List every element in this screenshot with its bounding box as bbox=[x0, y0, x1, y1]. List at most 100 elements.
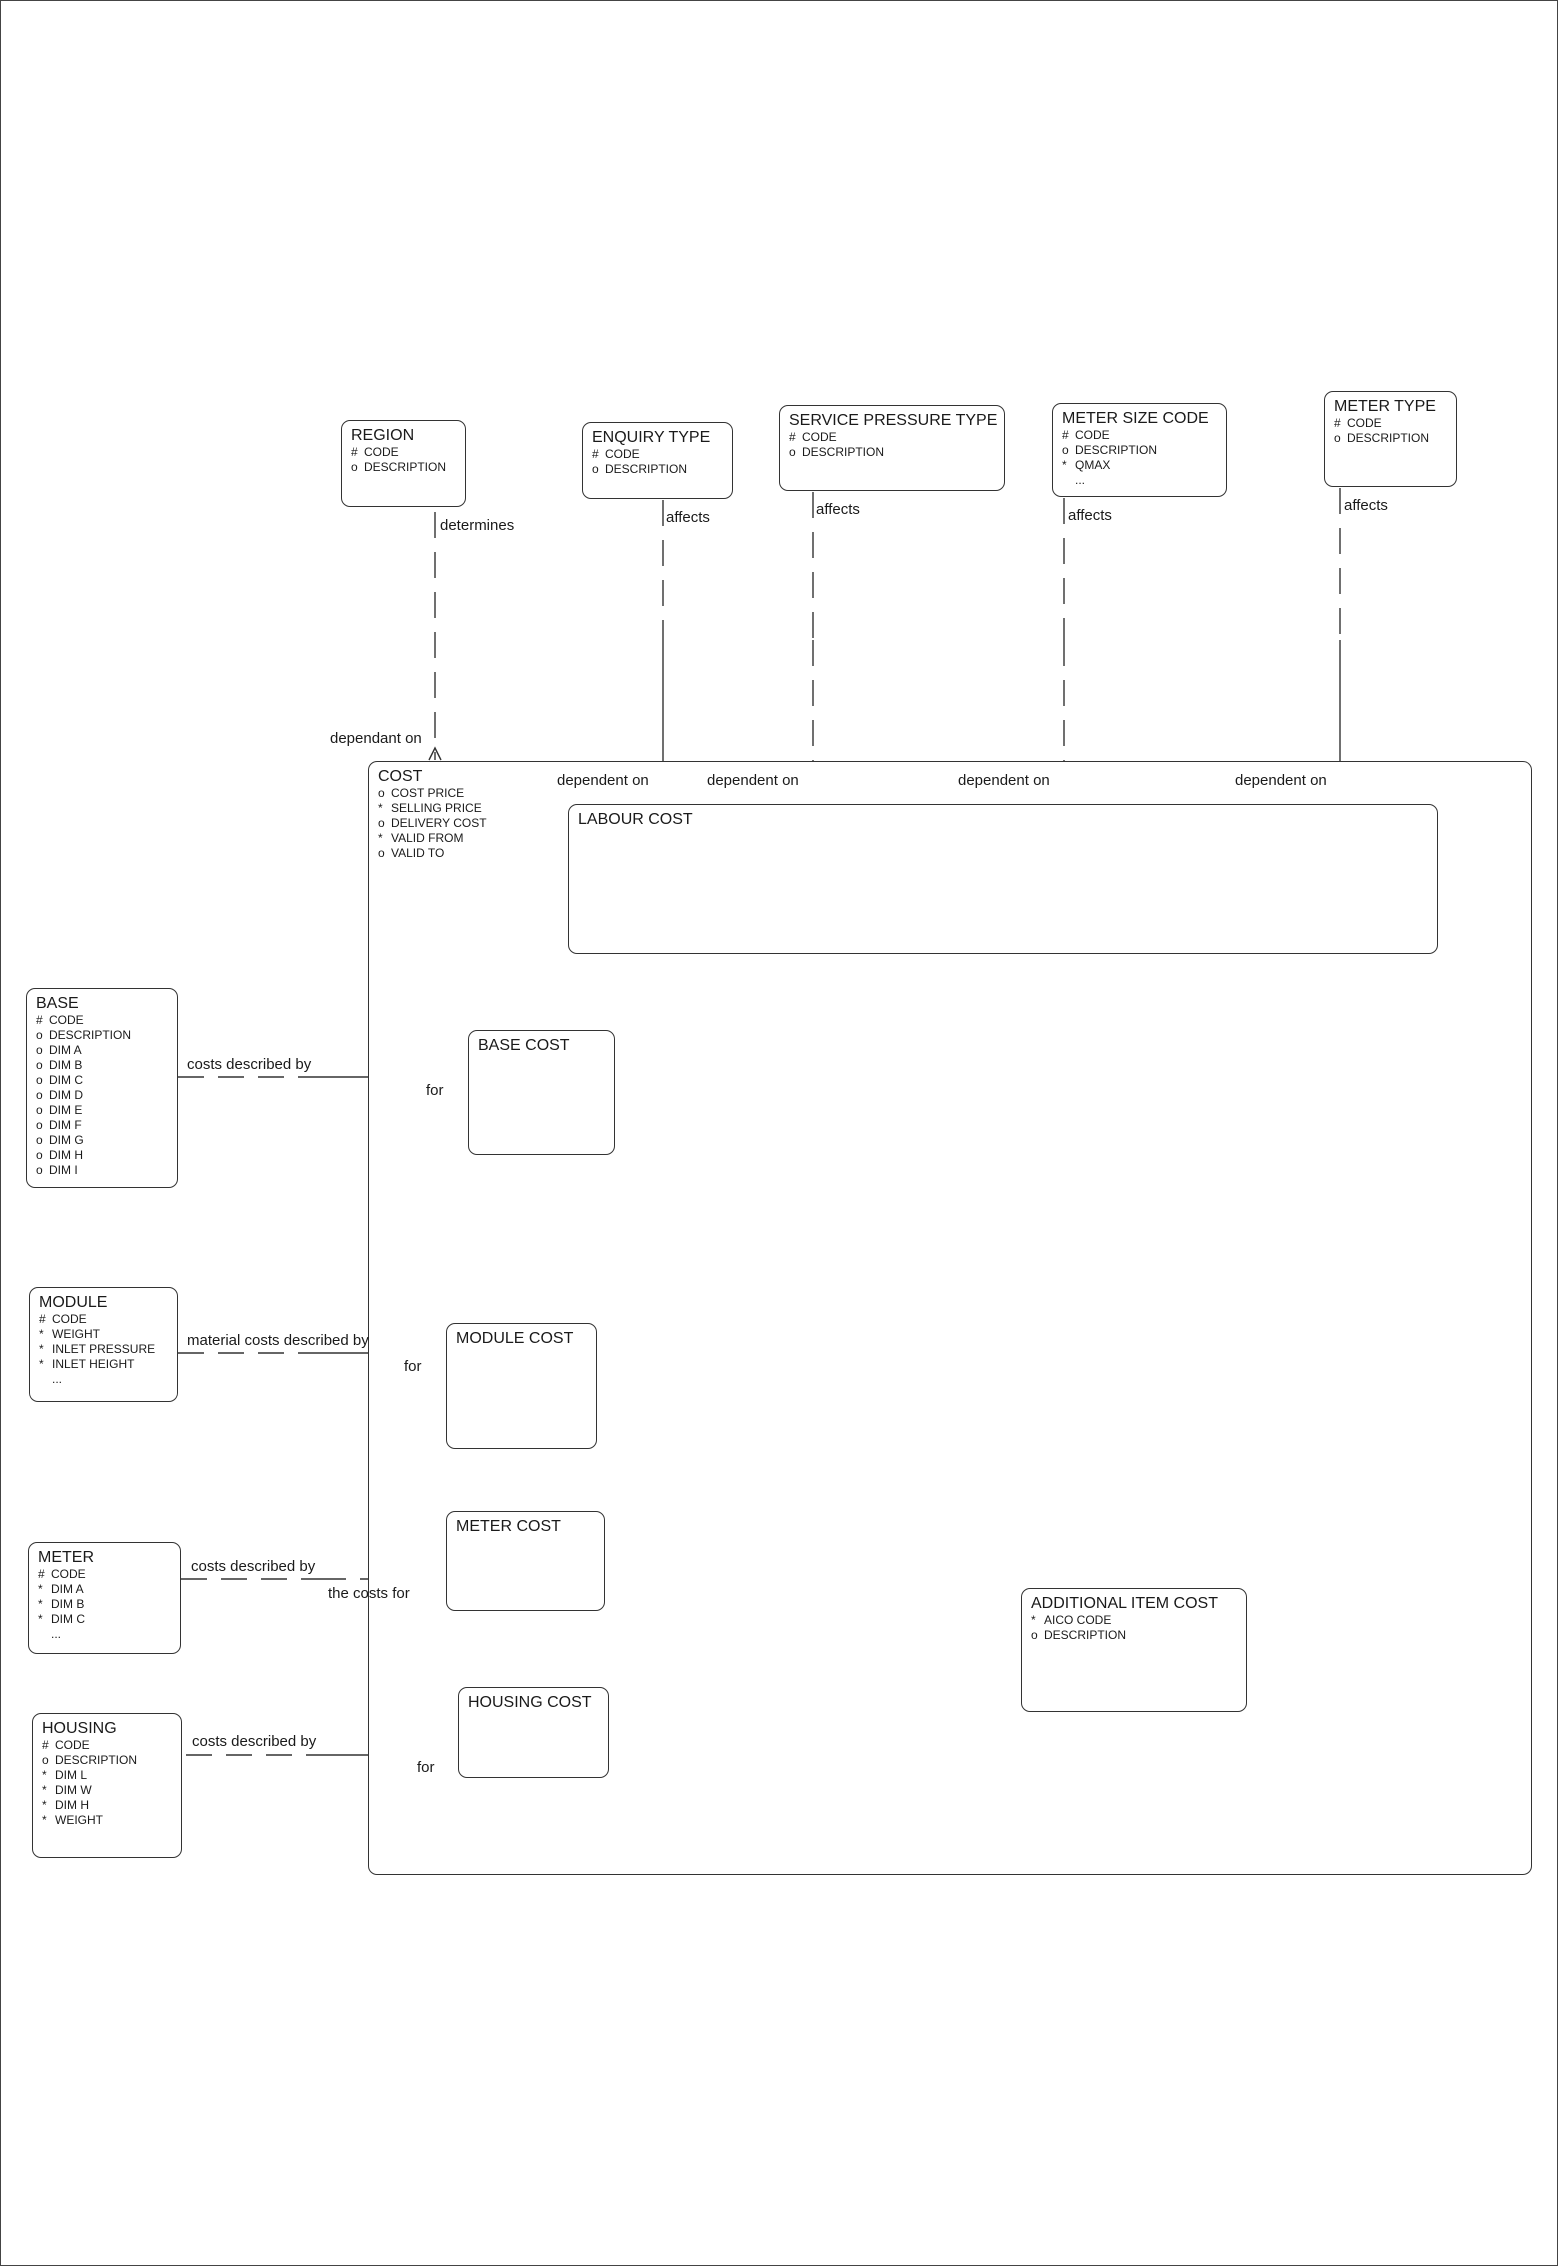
rel-label-region-determines: determines bbox=[440, 517, 515, 534]
rel-label-labour-dependent-on-pressure: dependent on bbox=[707, 772, 799, 789]
attribute-item: *WEIGHT bbox=[42, 1813, 103, 1827]
rel-label-housingcost-for: for bbox=[417, 1759, 435, 1776]
entity-name: ADDITIONAL ITEM COST bbox=[1031, 1595, 1218, 1612]
attribute-item: ... bbox=[52, 1372, 63, 1386]
entity-module[interactable]: MODULE #CODE *WEIGHT *INLET PRESSURE *IN… bbox=[29, 1287, 178, 1402]
attribute-item: ... bbox=[51, 1627, 62, 1641]
attribute-item: *INLET PRESSURE bbox=[39, 1342, 156, 1356]
entity-meter-cost[interactable]: METER COST bbox=[446, 1511, 605, 1611]
entity-name: MODULE bbox=[39, 1294, 108, 1311]
attribute-item: *DIM W bbox=[42, 1783, 92, 1797]
entity-name: METER COST bbox=[456, 1518, 561, 1535]
attribute-list: #CODE *DIM A *DIM B *DIM C ... bbox=[38, 1567, 171, 1642]
attribute-item: *AICO CODE bbox=[1031, 1613, 1112, 1627]
entity-name: ENQUIRY TYPE bbox=[592, 429, 711, 446]
attribute-item: #CODE bbox=[789, 430, 837, 444]
entity-base-cost[interactable]: BASE COST bbox=[468, 1030, 615, 1155]
entity-name: BASE COST bbox=[478, 1037, 570, 1054]
rel-label-labour-dependent-on-metersize: dependent on bbox=[958, 772, 1050, 789]
entity-housing-cost[interactable]: HOUSING COST bbox=[458, 1687, 609, 1778]
attribute-item: #CODE bbox=[1334, 416, 1382, 430]
attribute-item: *DIM A bbox=[38, 1582, 84, 1596]
attribute-item: *DIM L bbox=[42, 1768, 88, 1782]
entity-name: METER bbox=[38, 1549, 94, 1566]
rel-label-metersize-affects: affects bbox=[1068, 507, 1112, 524]
attribute-item: #CODE bbox=[38, 1567, 86, 1581]
rel-label-housing-costs-described-by: costs described by bbox=[192, 1733, 317, 1750]
rel-label-basecost-for: for bbox=[426, 1082, 444, 1099]
attribute-item: *INLET HEIGHT bbox=[39, 1357, 135, 1371]
rel-region-cost-crowsfoot bbox=[428, 746, 442, 761]
rel-label-labour-dependent-on-enquiry: dependent on bbox=[557, 772, 649, 789]
entity-name: COST bbox=[378, 768, 423, 785]
attribute-item: #CODE bbox=[592, 447, 640, 461]
attribute-item: *DIM B bbox=[38, 1597, 85, 1611]
attribute-item: *SELLING PRICE bbox=[378, 801, 482, 815]
rel-label-metercost-the-costs-for: the costs for bbox=[328, 1585, 410, 1602]
rel-label-module-material-costs-described-by: material costs described by bbox=[187, 1332, 369, 1349]
rel-label-pressure-affects: affects bbox=[816, 501, 860, 518]
attribute-item: #CODE bbox=[42, 1738, 90, 1752]
attribute-item: *DIM H bbox=[42, 1798, 89, 1812]
entity-name: HOUSING COST bbox=[468, 1694, 592, 1711]
entity-labour-cost[interactable]: LABOUR COST bbox=[568, 804, 1438, 954]
rel-label-labour-dependent-on-metertype: dependent on bbox=[1235, 772, 1327, 789]
attribute-item: #CODE bbox=[36, 1013, 84, 1027]
entity-name: METER TYPE bbox=[1334, 398, 1436, 415]
rel-label-metertype-affects: affects bbox=[1344, 497, 1388, 514]
attribute-item: *DIM C bbox=[38, 1612, 85, 1626]
attribute-item: #CODE bbox=[1062, 428, 1110, 442]
attribute-item: #CODE bbox=[351, 445, 399, 459]
attribute-item: #CODE bbox=[39, 1312, 87, 1326]
attribute-list: #CODE *WEIGHT *INLET PRESSURE *INLET HEI… bbox=[39, 1312, 168, 1387]
attribute-item: *QMAX bbox=[1062, 458, 1111, 472]
entity-meter[interactable]: METER #CODE *DIM A *DIM B *DIM C ... bbox=[28, 1542, 181, 1654]
entity-name: REGION bbox=[351, 427, 415, 444]
attribute-item: ... bbox=[1075, 473, 1086, 487]
entity-name: SERVICE PRESSURE TYPE bbox=[789, 412, 998, 429]
rel-label-modulecost-for: for bbox=[404, 1358, 422, 1375]
entity-name: BASE bbox=[36, 995, 79, 1012]
attribute-item: *VALID FROM bbox=[378, 831, 464, 845]
entity-name: METER SIZE CODE bbox=[1062, 410, 1209, 427]
rel-label-meter-costs-described-by: costs described by bbox=[191, 1558, 316, 1575]
rel-label-base-costs-described-by: costs described by bbox=[187, 1056, 312, 1073]
attribute-item: *WEIGHT bbox=[39, 1327, 100, 1341]
entity-name: LABOUR COST bbox=[578, 811, 693, 828]
entity-module-cost[interactable]: MODULE COST bbox=[446, 1323, 597, 1449]
